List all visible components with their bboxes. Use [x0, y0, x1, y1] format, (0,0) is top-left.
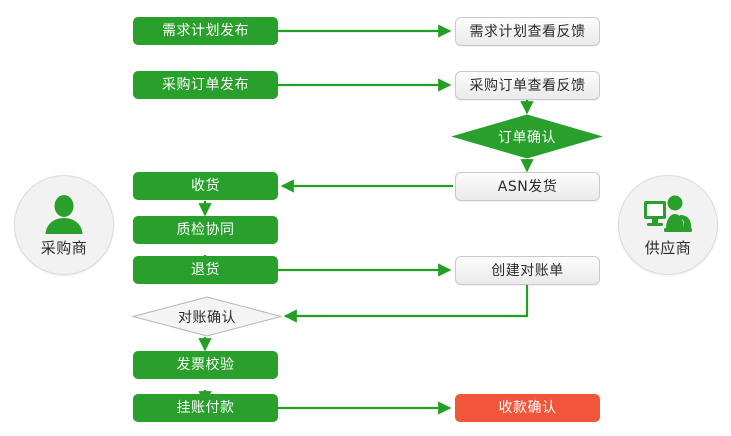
person-icon: [42, 194, 86, 235]
node-receive-goods-label: 收货: [191, 178, 220, 194]
node-demand-plan-publish-label: 需求计划发布: [162, 23, 249, 39]
node-receive-goods[interactable]: 收货: [133, 172, 278, 200]
node-demand-plan-feedback-label: 需求计划查看反馈: [469, 23, 586, 40]
actor-supplier-label: 供应商: [644, 238, 692, 257]
node-demand-plan-publish[interactable]: 需求计划发布: [133, 17, 278, 45]
node-statement-confirm[interactable]: 对账确认: [132, 296, 282, 337]
node-purchase-order-feedback[interactable]: 采购订单查看反馈: [455, 71, 600, 100]
node-receipt-confirm[interactable]: 收款确认: [455, 394, 600, 422]
node-asn-shipment[interactable]: ASN发货: [455, 172, 600, 201]
node-invoice-verify-label: 发票校验: [176, 357, 235, 373]
node-purchase-order-publish[interactable]: 采购订单发布: [133, 71, 278, 99]
person-at-computer-icon: [642, 195, 694, 235]
node-quality-collab[interactable]: 质检协同: [133, 216, 278, 244]
node-order-confirm[interactable]: 订单确认: [452, 114, 602, 159]
node-purchase-order-publish-label: 采购订单发布: [162, 77, 249, 93]
node-return-goods[interactable]: 退货: [133, 256, 278, 284]
node-invoice-verify[interactable]: 发票校验: [133, 351, 278, 379]
actor-supplier: 供应商: [618, 175, 718, 275]
node-statement-confirm-label: 对账确认: [178, 309, 236, 326]
node-receipt-confirm-label: 收款确认: [498, 400, 557, 416]
node-create-statement-label: 创建对账单: [491, 262, 564, 279]
actor-buyer-label: 采购商: [40, 238, 88, 257]
node-order-confirm-label: 订单确认: [498, 129, 556, 146]
node-purchase-order-feedback-label: 采购订单查看反馈: [469, 77, 586, 94]
node-pending-payment-label: 挂账付款: [176, 400, 235, 416]
node-create-statement[interactable]: 创建对账单: [455, 256, 600, 285]
node-quality-collab-label: 质检协同: [176, 222, 235, 238]
node-demand-plan-feedback[interactable]: 需求计划查看反馈: [455, 17, 600, 46]
node-asn-shipment-label: ASN发货: [497, 178, 558, 195]
edge-create-statement-to-statement-confirm: [283, 285, 529, 323]
actor-buyer: 采购商: [14, 175, 114, 275]
node-pending-payment[interactable]: 挂账付款: [133, 394, 278, 422]
node-return-goods-label: 退货: [191, 262, 220, 278]
